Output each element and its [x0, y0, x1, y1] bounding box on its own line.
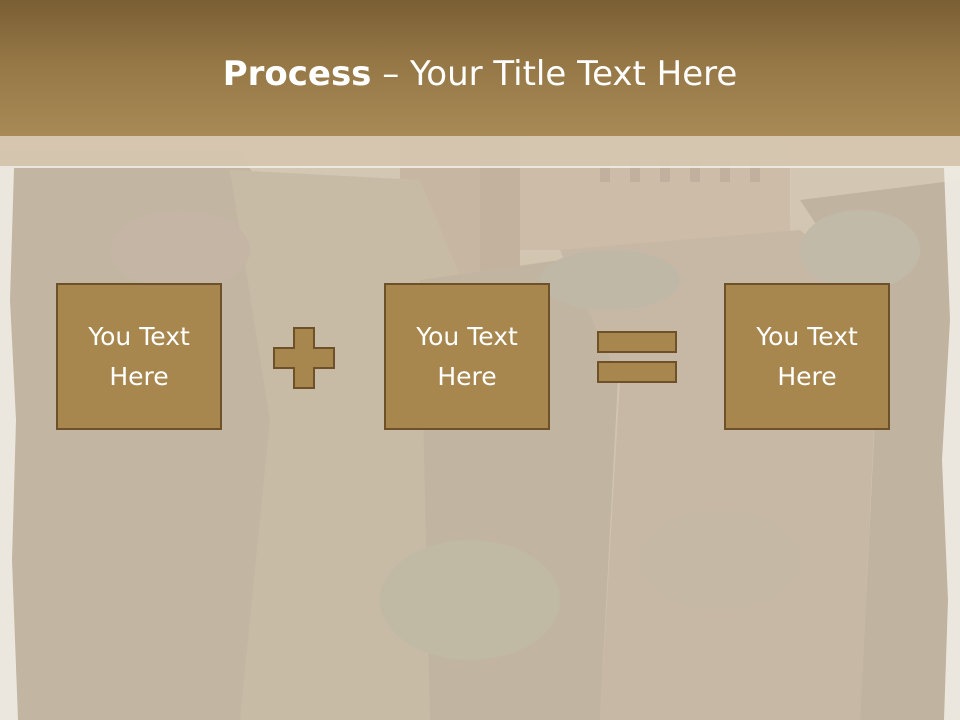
plus-icon — [273, 327, 335, 389]
title-bar — [0, 0, 960, 136]
process-box-2[interactable]: You Text Here — [384, 283, 550, 430]
title-bar-shadow — [0, 136, 960, 166]
process-box-2-text: You Text Here — [416, 321, 518, 391]
title-rest: – Your Title Text Here — [371, 54, 738, 94]
process-box-3-text: You Text Here — [756, 321, 858, 391]
title-bold: Process — [222, 54, 372, 94]
process-box-3[interactable]: You Text Here — [724, 283, 890, 430]
equals-icon — [597, 331, 677, 383]
page-title: Process – Your Title Text Here — [0, 52, 960, 96]
process-box-1[interactable]: You Text Here — [56, 283, 222, 430]
process-box-1-text: You Text Here — [88, 321, 190, 391]
